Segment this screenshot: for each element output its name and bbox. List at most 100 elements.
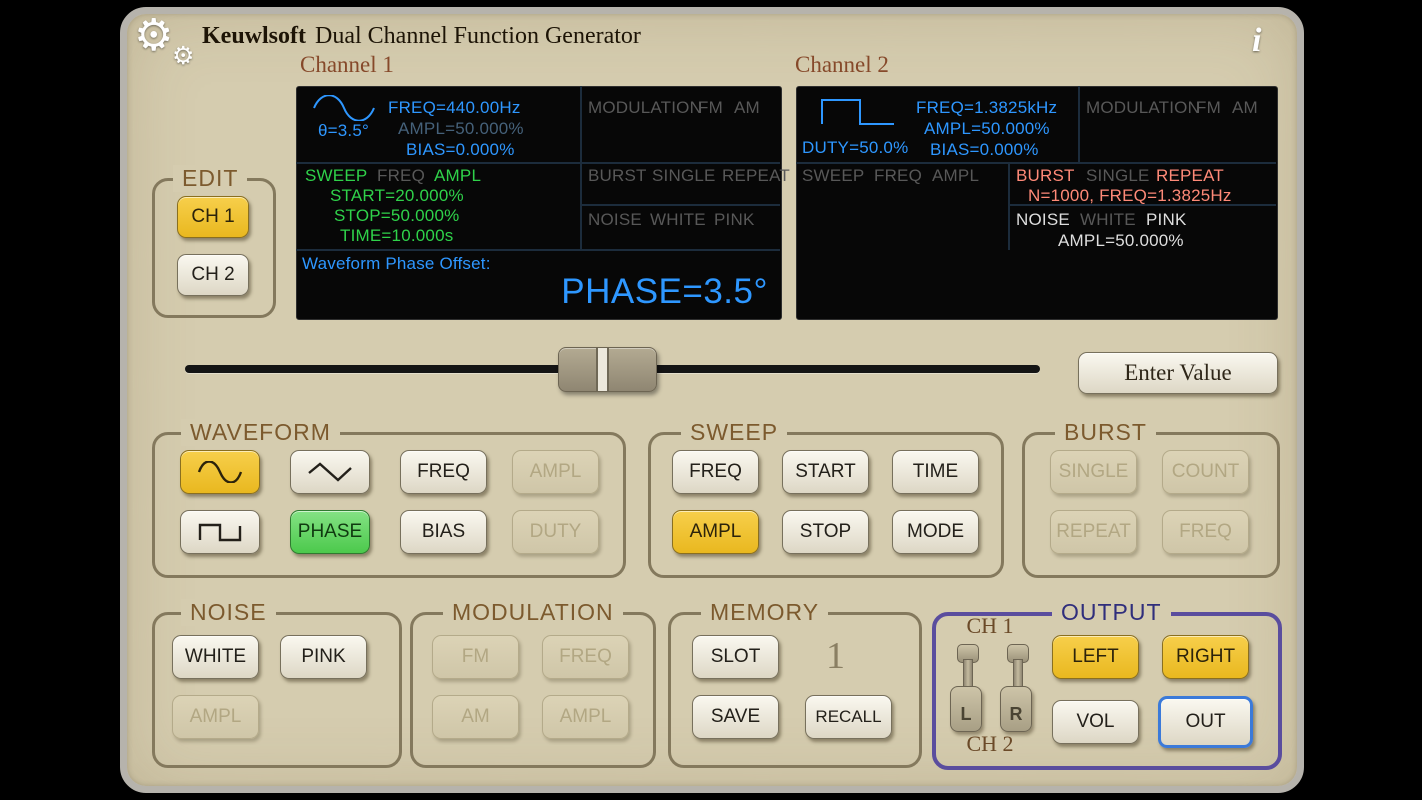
toggle-body[interactable]: L	[950, 686, 982, 732]
waveform-duty-button[interactable]: DUTY	[512, 510, 599, 554]
sweep-time-button[interactable]: TIME	[892, 450, 979, 494]
sweep-freq-button[interactable]: FREQ	[672, 450, 759, 494]
ch1-ampl-readout: AMPL=50.000%	[398, 119, 524, 138]
noise-ampl-button[interactable]: AMPL	[172, 695, 259, 739]
ch1-burst-label: BURST	[588, 166, 647, 185]
memory-slot-button[interactable]: SLOT	[692, 635, 779, 679]
memory-group: MEMORY	[668, 599, 922, 768]
burst-repeat-button[interactable]: REPEAT	[1050, 510, 1137, 554]
edit-ch1-button[interactable]: CH 1	[177, 196, 249, 238]
ch2-noise-ampl-readout: AMPL=50.000%	[1058, 231, 1184, 250]
waveform-phase-button[interactable]: PHASE	[290, 510, 370, 554]
ch1-fm-label: FM	[698, 98, 723, 117]
ch1-bias-readout: BIAS=0.000%	[406, 140, 515, 159]
memory-save-button[interactable]: SAVE	[692, 695, 779, 739]
screen-divider	[1008, 162, 1010, 250]
ch1-noise-label: NOISE	[588, 210, 642, 229]
settings-gear-small-icon[interactable]: ⚙	[172, 42, 195, 70]
triangle-wave-icon	[308, 462, 352, 482]
ch1-noise-pink-label: PINK	[714, 210, 755, 229]
ch2-bias-readout: BIAS=0.000%	[930, 140, 1039, 159]
waveform-freq-button[interactable]: FREQ	[400, 450, 487, 494]
sweep-group-title: SWEEP	[681, 419, 788, 446]
output-vol-button[interactable]: VOL	[1052, 700, 1139, 744]
output-ch2-label: CH 2	[966, 731, 1014, 756]
burst-freq-button[interactable]: FREQ	[1162, 510, 1249, 554]
memory-recall-button[interactable]: RECALL	[805, 695, 892, 739]
channel1-screen[interactable]	[296, 86, 782, 320]
brand-name: Keuwlsoft	[202, 23, 306, 49]
info-icon[interactable]: i	[1252, 22, 1262, 59]
ch2-sweep-ampl-label: AMPL	[932, 166, 980, 185]
ch1-phase-readout: PHASE=3.5°	[561, 272, 768, 311]
ch1-sine-wave-icon	[313, 95, 375, 121]
ch1-burst-repeat-label: REPEAT	[722, 166, 790, 185]
noise-white-button[interactable]: WHITE	[172, 635, 259, 679]
noise-group-title: NOISE	[181, 599, 276, 626]
ch1-sweep-stop-readout: STOP=50.000%	[334, 206, 460, 225]
ch1-burst-single-label: SINGLE	[652, 166, 716, 185]
modulation-group-title: MODULATION	[443, 599, 623, 626]
ch2-ampl-readout: AMPL=50.000%	[924, 119, 1050, 138]
output-ch1-label: CH 1	[966, 613, 1014, 638]
ch2-duty-readout: DUTY=50.0%	[802, 138, 909, 157]
ch2-modulation-label: MODULATION	[1086, 98, 1201, 117]
ch1-am-label: AM	[734, 98, 760, 117]
sweep-group: SWEEP	[648, 419, 1004, 578]
burst-count-button[interactable]: COUNT	[1162, 450, 1249, 494]
waveform-triangle-button[interactable]	[290, 450, 370, 494]
sweep-start-button[interactable]: START	[782, 450, 869, 494]
output-out-button[interactable]: OUT	[1158, 696, 1253, 748]
ch2-square-wave-icon	[821, 99, 894, 125]
waveform-sine-button[interactable]	[180, 450, 260, 494]
ch1-sweep-freq-label: FREQ	[377, 166, 426, 185]
waveform-group: WAVEFORM	[152, 419, 626, 578]
screen-divider	[296, 249, 780, 251]
burst-group: BURST	[1022, 419, 1280, 578]
burst-single-button[interactable]: SINGLE	[1050, 450, 1137, 494]
noise-group: NOISE	[152, 599, 402, 768]
sweep-mode-button[interactable]: MODE	[892, 510, 979, 554]
memory-group-title: MEMORY	[701, 599, 829, 626]
modulation-fm-button[interactable]: FM	[432, 635, 519, 679]
output-group-title: OUTPUT	[1052, 599, 1171, 626]
ch1-sweep-start-readout: START=20.000%	[330, 186, 464, 205]
ch1-freq-readout: FREQ=440.00Hz	[388, 98, 521, 117]
output-left-toggle[interactable]: L	[950, 644, 984, 736]
value-slider-handle[interactable]	[558, 347, 657, 392]
output-left-button[interactable]: LEFT	[1052, 635, 1139, 679]
ch2-noise-pink-label: PINK	[1146, 210, 1187, 229]
screen-divider	[1078, 86, 1080, 162]
noise-pink-button[interactable]: PINK	[280, 635, 367, 679]
ch1-theta-readout: θ=3.5°	[318, 121, 370, 140]
channel2-label: Channel 2	[795, 52, 889, 77]
output-right-toggle[interactable]: R	[1000, 644, 1034, 736]
output-group: OUTPUT	[932, 599, 1282, 770]
sine-wave-icon	[197, 461, 243, 483]
toggle-stem-icon	[963, 659, 973, 689]
ch2-burst-repeat-label: REPEAT	[1156, 166, 1224, 185]
waveform-bias-button[interactable]: BIAS	[400, 510, 487, 554]
ch2-noise-white-label: WHITE	[1080, 210, 1136, 229]
modulation-ampl-button[interactable]: AMPL	[542, 695, 629, 739]
edit-group-title: EDIT	[173, 165, 248, 192]
enter-value-button[interactable]: Enter Value	[1078, 352, 1278, 394]
screen-divider	[580, 204, 780, 206]
toggle-body[interactable]: R	[1000, 686, 1032, 732]
output-right-button[interactable]: RIGHT	[1162, 635, 1249, 679]
sweep-ampl-button[interactable]: AMPL	[672, 510, 759, 554]
sweep-stop-button[interactable]: STOP	[782, 510, 869, 554]
square-wave-icon	[198, 523, 242, 542]
modulation-freq-button[interactable]: FREQ	[542, 635, 629, 679]
ch2-am-label: AM	[1232, 98, 1258, 117]
modulation-am-button[interactable]: AM	[432, 695, 519, 739]
edit-ch2-button[interactable]: CH 2	[177, 254, 249, 296]
screen-divider	[1008, 204, 1276, 206]
screen-divider	[796, 162, 1276, 164]
waveform-square-button[interactable]	[180, 510, 260, 554]
ch2-burst-label: BURST	[1016, 166, 1075, 185]
settings-gear-icon[interactable]: ⚙	[134, 11, 174, 60]
waveform-ampl-button[interactable]: AMPL	[512, 450, 599, 494]
